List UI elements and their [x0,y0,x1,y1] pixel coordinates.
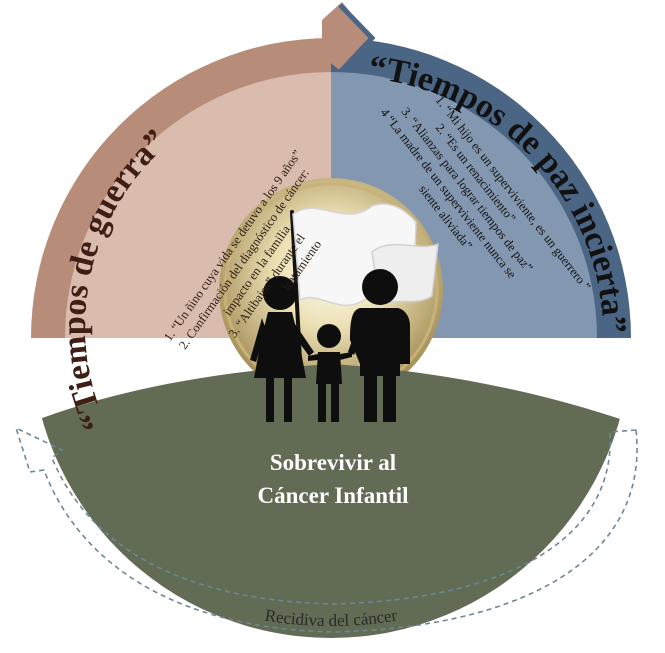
center-title-line1: Sobrevivir al [270,450,396,475]
center-title-line2: Cáncer Infantil [258,483,409,508]
ring-arrow-tip [322,2,372,72]
survival-hill [31,364,631,638]
family-silhouette-icon [250,269,410,422]
recurrence-arrow [14,426,638,633]
ring-arrow-tip-edge [338,3,376,74]
